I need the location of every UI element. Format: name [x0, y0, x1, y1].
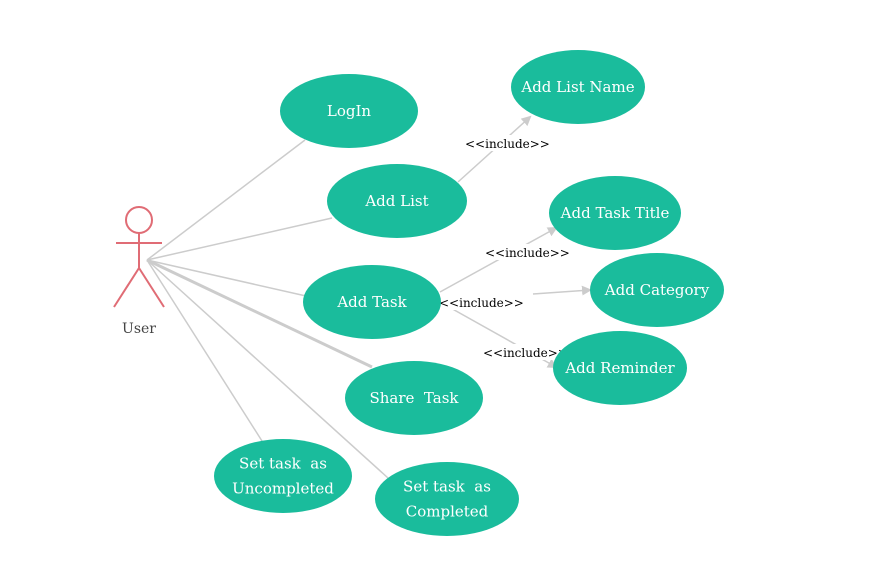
label-bg — [482, 244, 562, 260]
include-arrow-category — [532, 285, 592, 296]
usecase-login-label: LogIn — [327, 102, 372, 120]
usecase-add-category[interactable]: Add Category — [590, 253, 724, 327]
usecase-label-line: Uncompleted — [232, 480, 334, 498]
usecase-add-list-name[interactable]: Add List Name — [511, 50, 645, 124]
include-label-reminder: <<include>> — [483, 346, 568, 360]
usecase-label-line: Add Reminder — [564, 359, 675, 377]
actor-left-leg — [113, 267, 140, 308]
usecase-add-category-label: Add Category — [604, 281, 710, 299]
usecase-label-line: Completed — [406, 503, 489, 521]
usecase-label-line: LogIn — [327, 102, 372, 120]
assoc-add-task — [146, 259, 307, 297]
usecase-set-completed[interactable]: Set task as Completed — [375, 462, 519, 536]
usecase-add-task-title-label: Add Task Title — [560, 204, 670, 222]
usecase-label-line: Add Category — [604, 281, 710, 299]
usecase-label-line: Add Task Title — [560, 204, 670, 222]
usecase-set-uncompleted-label: Set task as Uncompleted — [232, 455, 334, 498]
usecase-share-task[interactable]: Share Task — [345, 361, 483, 435]
usecase-add-list-name-label: Add List Name — [520, 78, 634, 96]
assoc-login — [146, 139, 306, 261]
usecase-add-task[interactable]: Add Task — [303, 265, 441, 339]
usecase-label-line: Add Task — [336, 293, 407, 311]
label-backgrounds — [436, 135, 562, 360]
include-label-task-title: <<include>> — [485, 246, 570, 260]
usecase-label-line: Add List Name — [520, 78, 634, 96]
actor-head — [125, 206, 153, 234]
assoc-add-list — [146, 217, 333, 261]
label-bg — [436, 294, 516, 310]
usecase-add-reminder-label: Add Reminder — [564, 359, 675, 377]
usecase-label-line: Set task as — [239, 455, 327, 473]
usecase-label-line: Set task as — [403, 478, 491, 496]
assoc-set-uncompleted — [146, 259, 263, 442]
usecase-label-line: Add List — [364, 192, 428, 210]
usecase-set-uncompleted[interactable]: Set task as Uncompleted — [214, 439, 352, 513]
usecase-add-list-label: Add List — [364, 192, 428, 210]
include-label-list-name: <<include>> — [465, 137, 550, 151]
actor-user — [113, 206, 165, 308]
assoc-share-task — [146, 258, 373, 369]
association-lines — [146, 139, 389, 479]
actor-label: User — [122, 321, 156, 337]
actor-right-leg — [138, 267, 165, 308]
label-bg — [462, 135, 542, 151]
usecase-add-task-title[interactable]: Add Task Title — [549, 176, 681, 250]
usecase-add-reminder[interactable]: Add Reminder — [553, 331, 687, 405]
usecase-share-task-label: Share Task — [369, 389, 459, 407]
assoc-set-completed — [146, 259, 389, 479]
include-label-category: <<include>> — [439, 296, 524, 310]
include-lines — [439, 115, 592, 368]
usecase-label-line: Share Task — [369, 389, 459, 407]
usecase-set-completed-label: Set task as Completed — [403, 478, 491, 521]
usecase-add-task-label: Add Task — [336, 293, 407, 311]
use-cases: LogIn Add List Add List Name Add Task Ad… — [214, 50, 724, 536]
usecase-login[interactable]: LogIn — [280, 74, 418, 148]
label-bg — [480, 344, 560, 360]
usecase-add-list[interactable]: Add List — [327, 164, 467, 238]
